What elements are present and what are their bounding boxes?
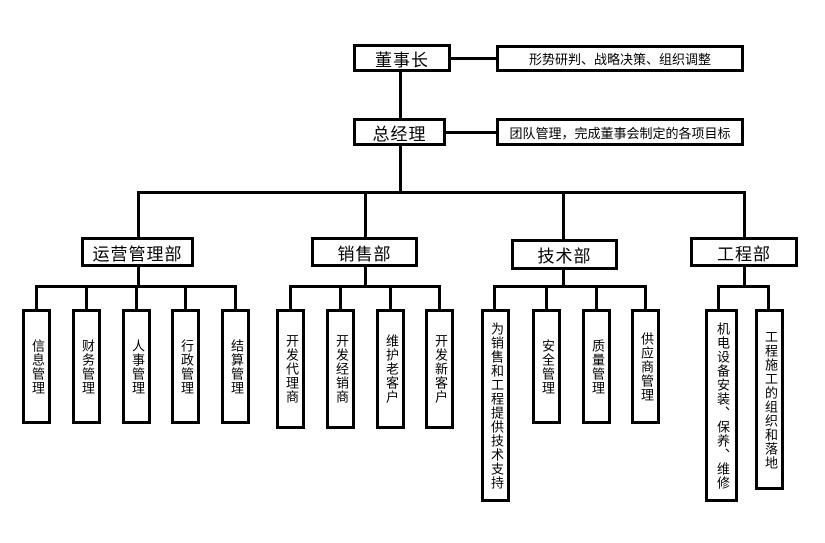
sub-unit-box: 工程施工的组织和落地 [755,309,784,490]
sub-unit-box: 维护老客户 [376,309,405,429]
connector [364,191,367,237]
sub-unit-box: 开发新客户 [425,309,454,429]
sub-unit-label: 结算管理 [228,338,243,395]
connector [289,285,441,288]
sub-unit-label: 质量管理 [589,338,604,395]
sub-unit-label: 开发新客户 [432,334,447,404]
connector [137,191,746,194]
sub-unit-box: 开发经销商 [326,309,355,429]
connector [389,285,392,309]
connector [446,131,496,134]
connector [399,70,402,118]
general-manager-duties-note: 团队管理，完成董事会制定的各项目标 [496,118,744,146]
connector [339,285,342,309]
connector [85,285,88,309]
connector [562,191,565,239]
sub-unit-label: 行政管理 [178,338,193,395]
connector [137,191,140,237]
connector [364,265,367,287]
connector [595,285,598,309]
department-box: 工程部 [690,237,798,267]
connector [644,285,647,309]
sub-unit-box: 质量管理 [582,309,611,424]
connector [438,285,441,309]
sub-unit-label: 机电设备安装、保养、维修 [714,321,729,490]
department-box: 技术部 [511,239,618,270]
sub-unit-label: 开发经销商 [333,334,348,404]
sub-unit-box: 结算管理 [221,309,250,424]
sub-unit-box: 行政管理 [171,309,200,424]
connector [137,265,140,287]
chairman-box: 董事长 [353,44,451,72]
connector [743,191,746,237]
sub-unit-label: 为销售和工程提供技术支持 [488,321,503,490]
sub-unit-label: 维护老客户 [383,334,398,404]
connector [743,265,746,287]
sub-unit-box: 财务管理 [72,309,101,424]
sub-unit-label: 供应商管理 [638,331,653,402]
sub-unit-label: 安全管理 [539,338,554,395]
connector [493,285,496,309]
connector [545,285,548,309]
connector [184,285,187,309]
sub-unit-box: 人事管理 [122,309,151,424]
sub-unit-label: 人事管理 [129,338,144,395]
connector [399,144,402,192]
sub-unit-box: 为销售和工程提供技术支持 [481,309,510,502]
sub-unit-box: 供应商管理 [631,309,660,424]
sub-unit-box: 机电设备安装、保养、维修 [705,309,738,502]
sub-unit-label: 财务管理 [79,338,94,395]
connector [451,57,496,60]
connector [289,285,292,309]
department-box: 运营管理部 [81,237,194,267]
chairman-duties-note: 形势研判、战略决策、组织调整 [496,45,744,72]
sub-unit-box: 安全管理 [532,309,561,424]
connector [717,285,720,309]
sub-unit-label: 信息管理 [29,338,44,395]
sub-unit-box: 信息管理 [22,309,51,424]
general-manager-box: 总经理 [353,118,446,146]
connector [135,285,138,309]
connector [493,285,647,288]
sub-unit-label: 开发代理商 [283,334,298,404]
connector [767,285,770,309]
connector [562,268,565,287]
sub-unit-box: 开发代理商 [276,309,305,429]
department-box: 销售部 [311,237,418,267]
sub-unit-label: 工程施工的组织和落地 [762,329,777,470]
connector [717,285,770,288]
connector [234,285,237,309]
connector [35,285,38,309]
